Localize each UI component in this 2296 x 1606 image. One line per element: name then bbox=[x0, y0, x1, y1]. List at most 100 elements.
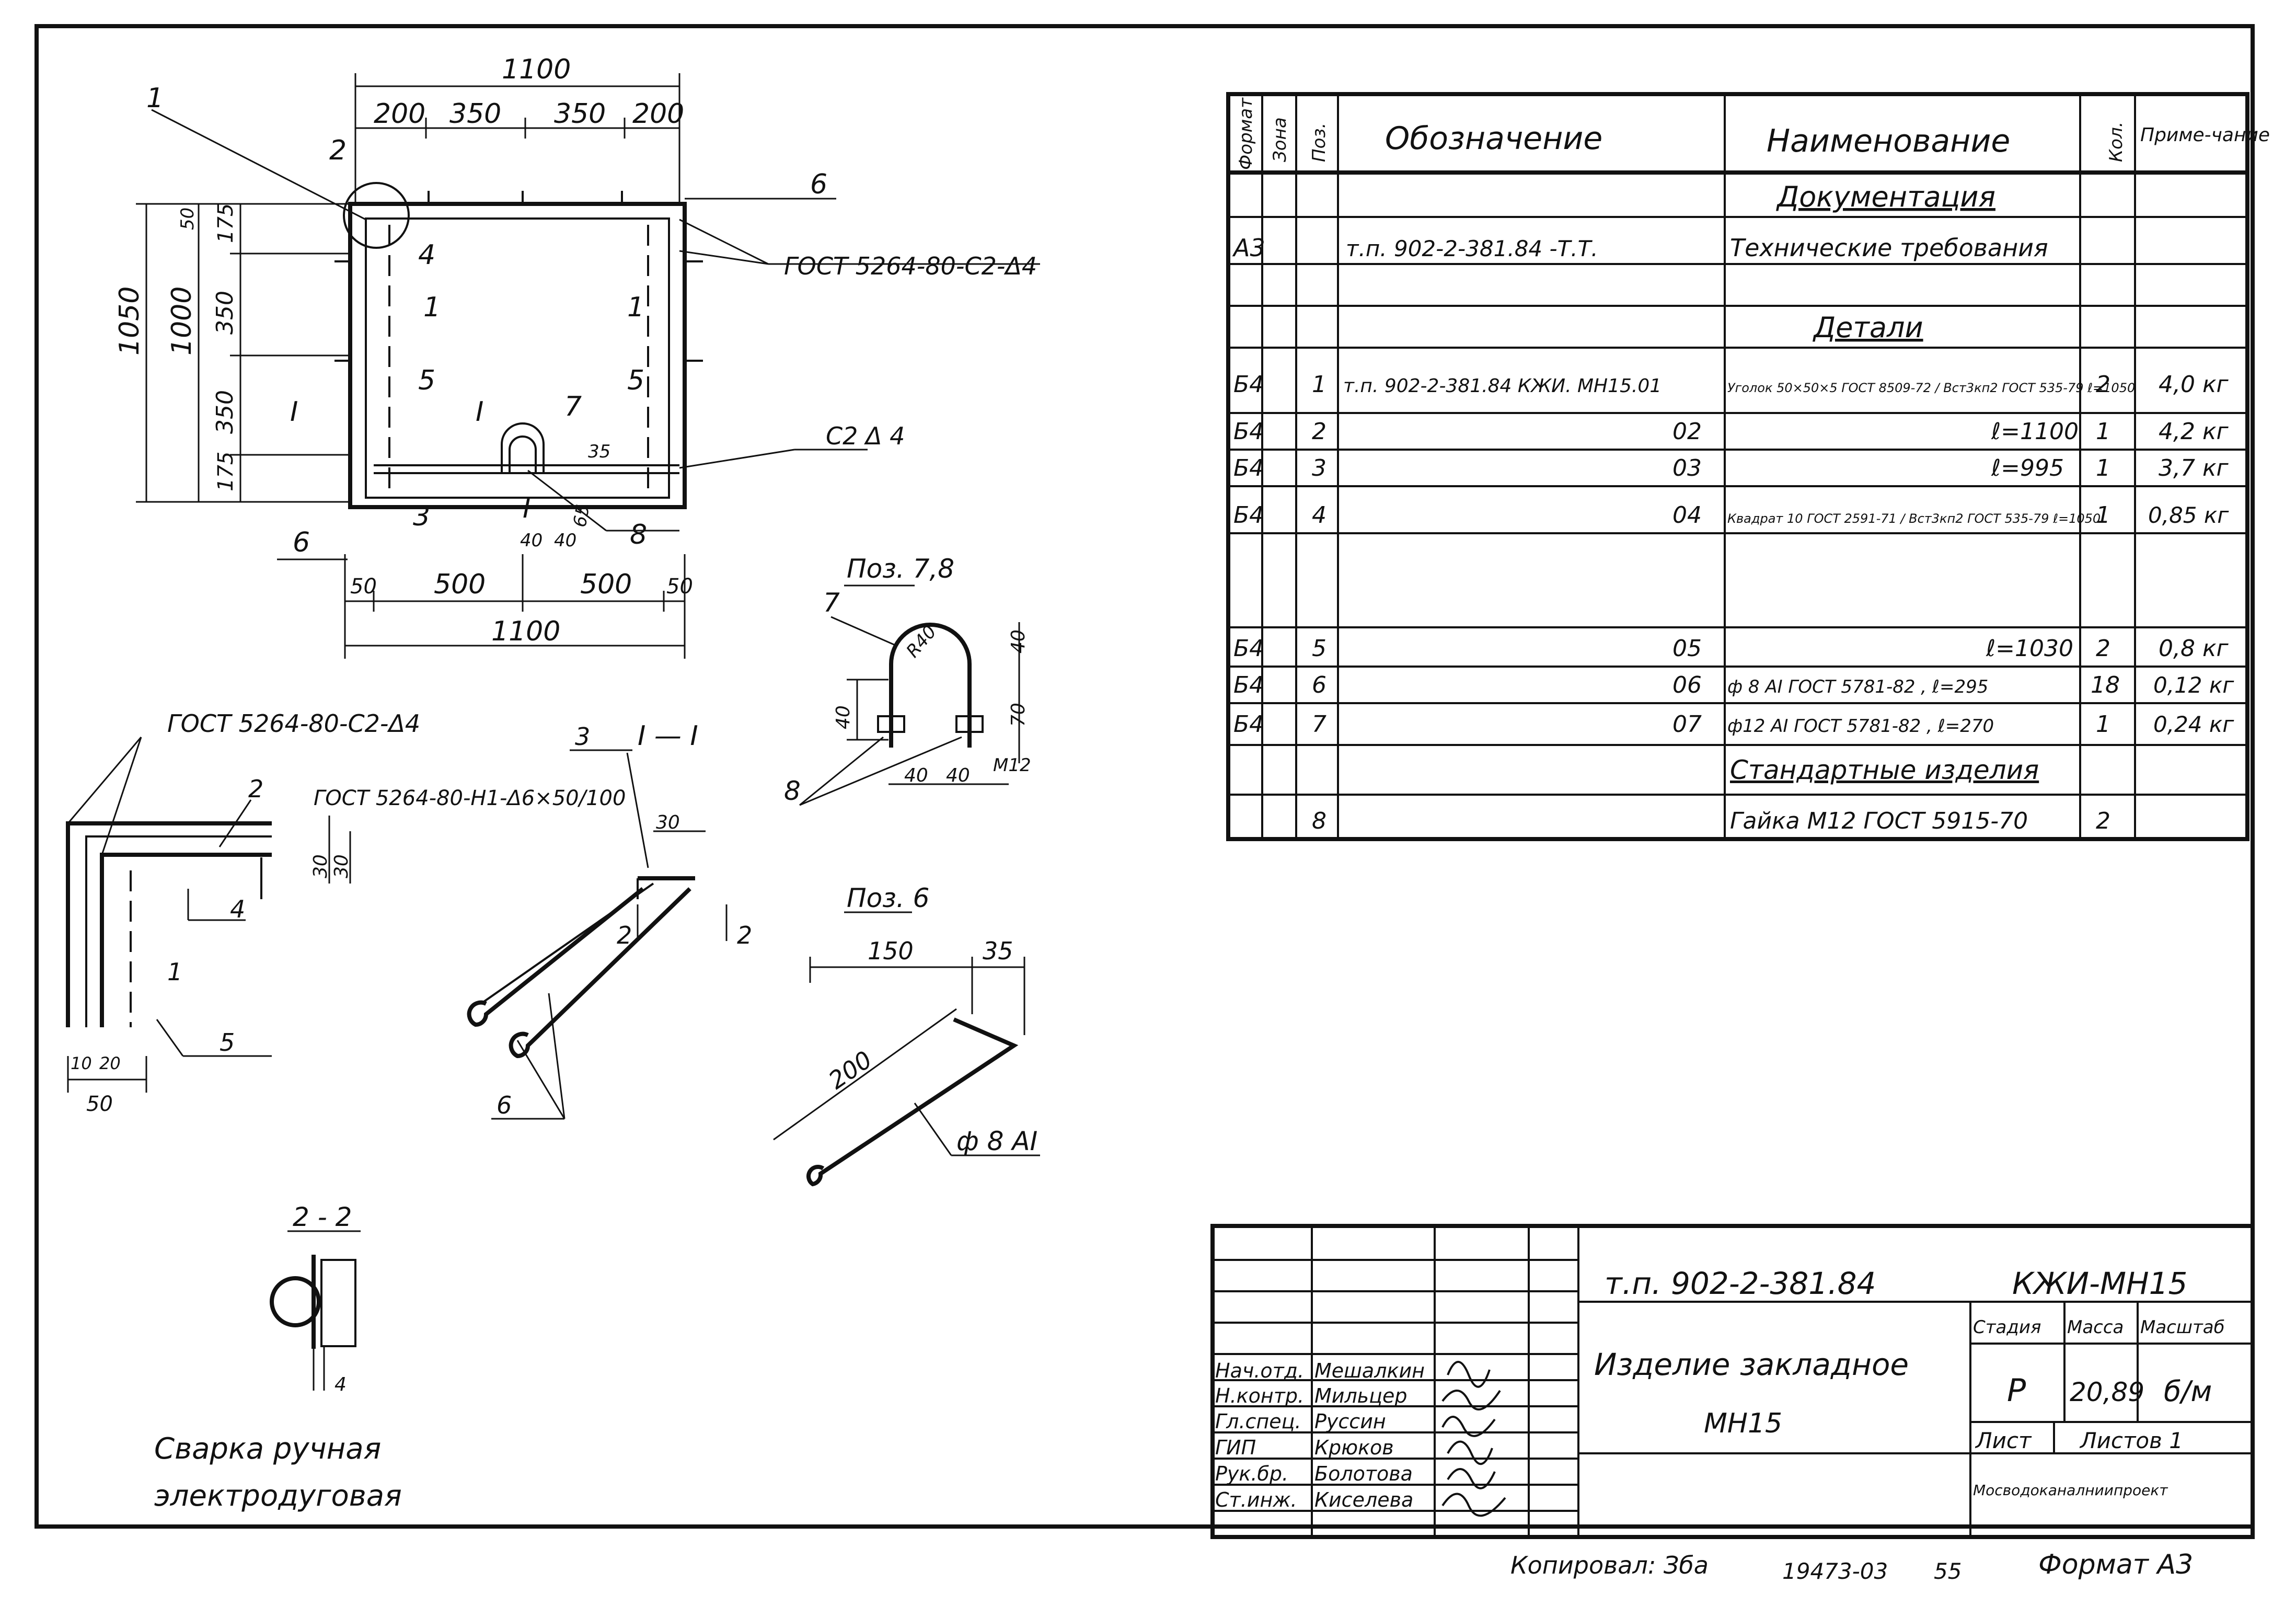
pos6-rebar: ф 8 АI bbox=[956, 1126, 1037, 1156]
row-9-name: ℓ=1030 bbox=[1986, 635, 2073, 662]
callout-1-right: 1 bbox=[627, 292, 644, 323]
sig-role-1: Н.контр. bbox=[1215, 1384, 1304, 1407]
section11-weld-1: ГОСТ 5264-80-С2-Δ4 bbox=[167, 709, 420, 738]
pos78-radius: R40 bbox=[902, 622, 941, 662]
row-4-format: Б4 bbox=[1233, 371, 1264, 398]
spec-table-headers: Формат Зона Поз. Обозначение Наименовани… bbox=[1236, 97, 2270, 170]
row-5-designation: 02 bbox=[1672, 418, 1702, 445]
row-11-note: 0,24 кг bbox=[2153, 712, 2234, 737]
pos78-text: Поз. 7,8 7 8 40 40 70 40 40 R40 M12 bbox=[784, 554, 1031, 806]
main-leaders bbox=[151, 109, 1040, 560]
row-7-qty: 1 bbox=[2096, 502, 2110, 529]
section11-dim-30a: 30 bbox=[310, 854, 331, 878]
sig-role-0: Нач.отд. bbox=[1215, 1359, 1304, 1382]
u-bolt-outer bbox=[501, 422, 545, 473]
callout-2: 2 bbox=[329, 135, 347, 166]
row-5-note: 4,2 кг bbox=[2159, 418, 2229, 445]
weld-label-2: С2 Δ 4 bbox=[826, 422, 905, 450]
sig-role-5: Ст.инж. bbox=[1215, 1488, 1297, 1511]
pos6-view bbox=[773, 911, 1040, 1187]
section11-view bbox=[66, 737, 351, 1093]
row-13-name: Гайка М12 ГОСТ 5915-70 bbox=[1730, 808, 2028, 834]
callout-3: 3 bbox=[413, 501, 430, 532]
section-mark-u: I bbox=[523, 493, 530, 524]
item-name-2: МН15 bbox=[1704, 1408, 1782, 1439]
sig-name-4: Болотова bbox=[1314, 1462, 1413, 1485]
section11-title: I — I bbox=[638, 720, 698, 752]
sig-name-1: Мильцер bbox=[1314, 1384, 1407, 1407]
callout-6-bottom: 6 bbox=[293, 527, 310, 558]
dim-65: 65 bbox=[569, 503, 594, 529]
section22-text: 2 - 2 4 Сварка ручная электродуговая bbox=[154, 1202, 402, 1513]
pos6-dim-200: 200 bbox=[823, 1045, 877, 1095]
row-5-qty: 1 bbox=[2096, 418, 2110, 445]
dim-top-3: 350 bbox=[554, 98, 606, 130]
header-name: Наименование bbox=[1767, 123, 2010, 159]
pos78-thread: M12 bbox=[993, 755, 1031, 776]
section11-weld-2: ГОСТ 5264-80-Н1-Δ6×50/100 bbox=[314, 786, 626, 810]
u-bolt bbox=[509, 435, 537, 473]
pos6-dim-150: 150 bbox=[868, 937, 914, 965]
dim-top-1: 200 bbox=[374, 98, 425, 130]
row-4-qty: 2 bbox=[2096, 371, 2110, 398]
row-6-name: ℓ=995 bbox=[1991, 455, 2064, 481]
title-block-text: т.п. 902-2-381.84 КЖИ-МН15 Изделие закла… bbox=[1594, 1266, 2225, 1499]
spec-table-rows: Документация А3 т.п. 902-2-381.84 -Т.Т. … bbox=[1232, 180, 2234, 834]
section-mark-left: I bbox=[290, 396, 298, 428]
dim-left-2: 350 bbox=[212, 291, 238, 335]
header-designation: Обозначение bbox=[1385, 120, 1602, 157]
nut-right bbox=[955, 715, 984, 733]
weld-label-1: ГОСТ 5264-80-С2-Δ4 bbox=[784, 252, 1037, 280]
section-mark-mid: I bbox=[476, 396, 483, 428]
pos78-dim-1: 40 bbox=[833, 705, 854, 729]
row-4-pos: 1 bbox=[1312, 371, 1326, 398]
sig-role-4: Рук.бр. bbox=[1215, 1462, 1288, 1485]
section11-text: I — I ГОСТ 5264-80-С2-Δ4 ГОСТ 5264-80-Н1… bbox=[71, 709, 752, 1119]
row-6-note: 3,7 кг bbox=[2159, 455, 2229, 481]
main-view-text: 1100 200 350 350 200 50 500 500 50 1100 … bbox=[114, 54, 1037, 647]
section22-view bbox=[270, 1230, 361, 1391]
note-line-1: Сварка ручная bbox=[154, 1432, 381, 1466]
pos78-dim-5: 40 bbox=[946, 765, 970, 786]
pos78-dim-3: 70 bbox=[1008, 703, 1029, 727]
callout-8: 8 bbox=[630, 519, 647, 550]
row-1-name: Технические требования bbox=[1730, 234, 2048, 262]
dim-bottom-1: 50 bbox=[350, 575, 377, 599]
footer-copied: Копировал: Зба bbox=[1510, 1551, 1709, 1579]
row-6-designation: 03 bbox=[1672, 455, 1702, 481]
item-name-1: Изделие закладное bbox=[1594, 1347, 1909, 1382]
sig-name-3: Крюков bbox=[1314, 1436, 1394, 1459]
main-dimension-lines bbox=[136, 73, 686, 659]
doc-number: т.п. 902-2-381.84 bbox=[1605, 1266, 1876, 1301]
dim-left-3: 350 bbox=[212, 390, 238, 434]
row-6-pos: 3 bbox=[1312, 455, 1326, 481]
row-10-pos: 6 bbox=[1312, 672, 1326, 698]
row-10-name: ф 8 АI ГОСТ 5781-82 , ℓ=295 bbox=[1727, 676, 1988, 697]
pos6-title: Поз. 6 bbox=[847, 883, 929, 913]
callout-5-right: 5 bbox=[627, 365, 644, 396]
scale-value: б/м bbox=[2164, 1375, 2212, 1408]
doc-code: КЖИ-МН15 bbox=[2012, 1266, 2187, 1301]
row-11-format: Б4 bbox=[1233, 711, 1264, 738]
sheet-frame bbox=[34, 24, 2255, 1529]
row-11-name: ф12 АI ГОСТ 5781-82 , ℓ=270 bbox=[1727, 716, 1994, 737]
footer-sheet-no: 55 bbox=[1934, 1558, 1962, 1584]
header-zone: Зона bbox=[1270, 117, 1290, 162]
sig-name-0: Мешалкин bbox=[1314, 1359, 1425, 1382]
header-format: Формат bbox=[1236, 97, 1256, 170]
title-block-grid bbox=[1210, 1224, 2255, 1539]
section11-label-2: 2 bbox=[248, 775, 263, 803]
section11-label-4: 4 bbox=[230, 895, 245, 923]
row-1-designation: т.п. 902-2-381.84 -Т.Т. bbox=[1346, 236, 1598, 261]
row-7-name: Квадрат 10 ГОСТ 2591-71 / Вст3кп2 ГОСТ 5… bbox=[1727, 511, 2101, 526]
sheets-label: Листов 1 bbox=[2079, 1428, 2183, 1453]
pos78-label-8: 8 bbox=[784, 776, 801, 806]
section11-dim-10: 10 bbox=[71, 1053, 92, 1073]
section22-weld-dim: 4 bbox=[334, 1374, 347, 1395]
dim-left-1: 175 bbox=[214, 203, 238, 243]
row-13-pos: 8 bbox=[1312, 808, 1326, 834]
frame-outline bbox=[348, 202, 687, 509]
callout-5-left: 5 bbox=[418, 365, 435, 396]
pos78-dim-4: 40 bbox=[904, 765, 928, 786]
callout-6-top: 6 bbox=[810, 169, 827, 200]
